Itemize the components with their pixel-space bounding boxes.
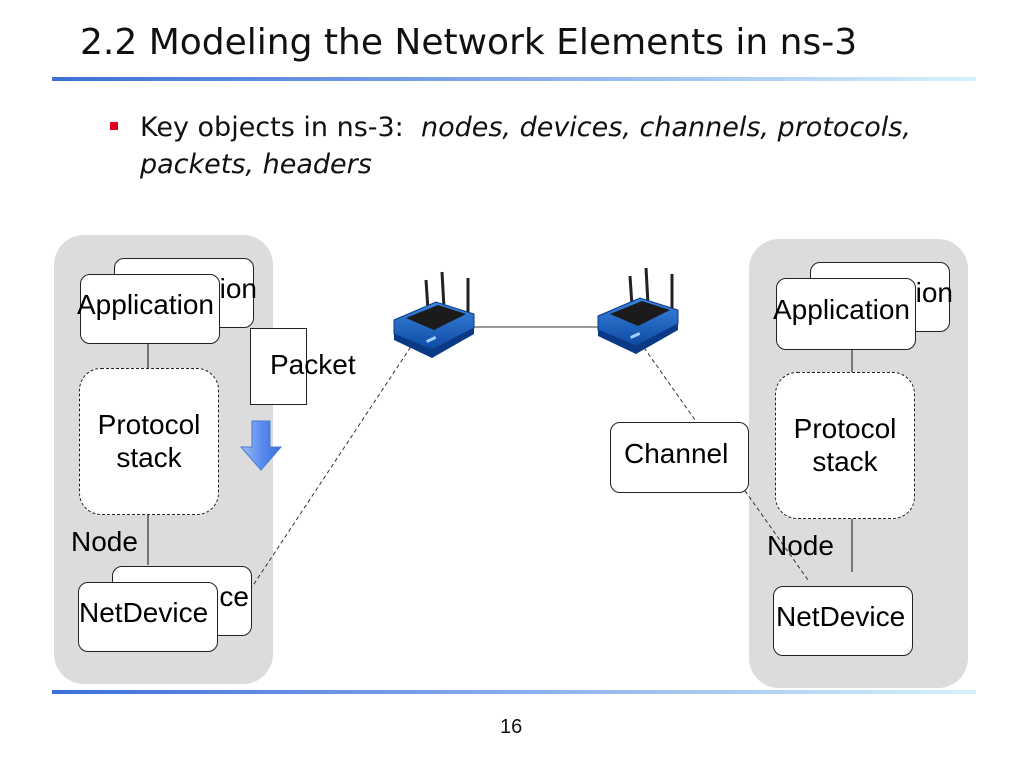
channel-box: Channel [610, 422, 749, 493]
right-netdevice-box: NetDevice [773, 586, 913, 656]
packet-box: Packet [250, 328, 356, 405]
right-netdevice-text: NetDevice [776, 601, 906, 632]
left-netdevice-box: NetDevice [78, 582, 218, 652]
left-application-back-text: ion [219, 273, 257, 304]
right-application-text: Application [773, 294, 910, 325]
left-netdevice-text: NetDevice [79, 597, 209, 628]
bullet-lead: Key objects in ns-3: [140, 112, 404, 143]
bullet-line-2: packets, headers [140, 149, 372, 180]
slide-title: 2.2 Modeling the Network Elements in ns-… [80, 22, 858, 63]
bullet-line-1: Key objects in ns-3: nodes, devices, cha… [140, 112, 911, 143]
title-rule [52, 77, 976, 81]
page-number: 16 [500, 716, 523, 738]
packet-text: Packet [270, 349, 356, 380]
channel-text: Channel [624, 438, 729, 469]
right-protocol-stack: Protocol stack [775, 372, 915, 519]
left-application-text: Application [77, 289, 214, 320]
bullet-italic-line-2: packets, headers [140, 149, 372, 180]
left-node-label: Node [71, 526, 138, 558]
right-application-box: Application [773, 278, 916, 350]
footer-rule [52, 690, 976, 694]
left-application-box: Application [77, 274, 220, 344]
right-application-back-text: ion [915, 277, 953, 308]
right-node-label: Node [767, 530, 834, 561]
bullet-italic-line-1: nodes, devices, channels, protocols, [420, 112, 911, 143]
left-netdevice-back-text: ce [219, 581, 249, 612]
bullet-marker [110, 122, 118, 130]
left-protocol-stack: Protocol stack [79, 368, 219, 515]
